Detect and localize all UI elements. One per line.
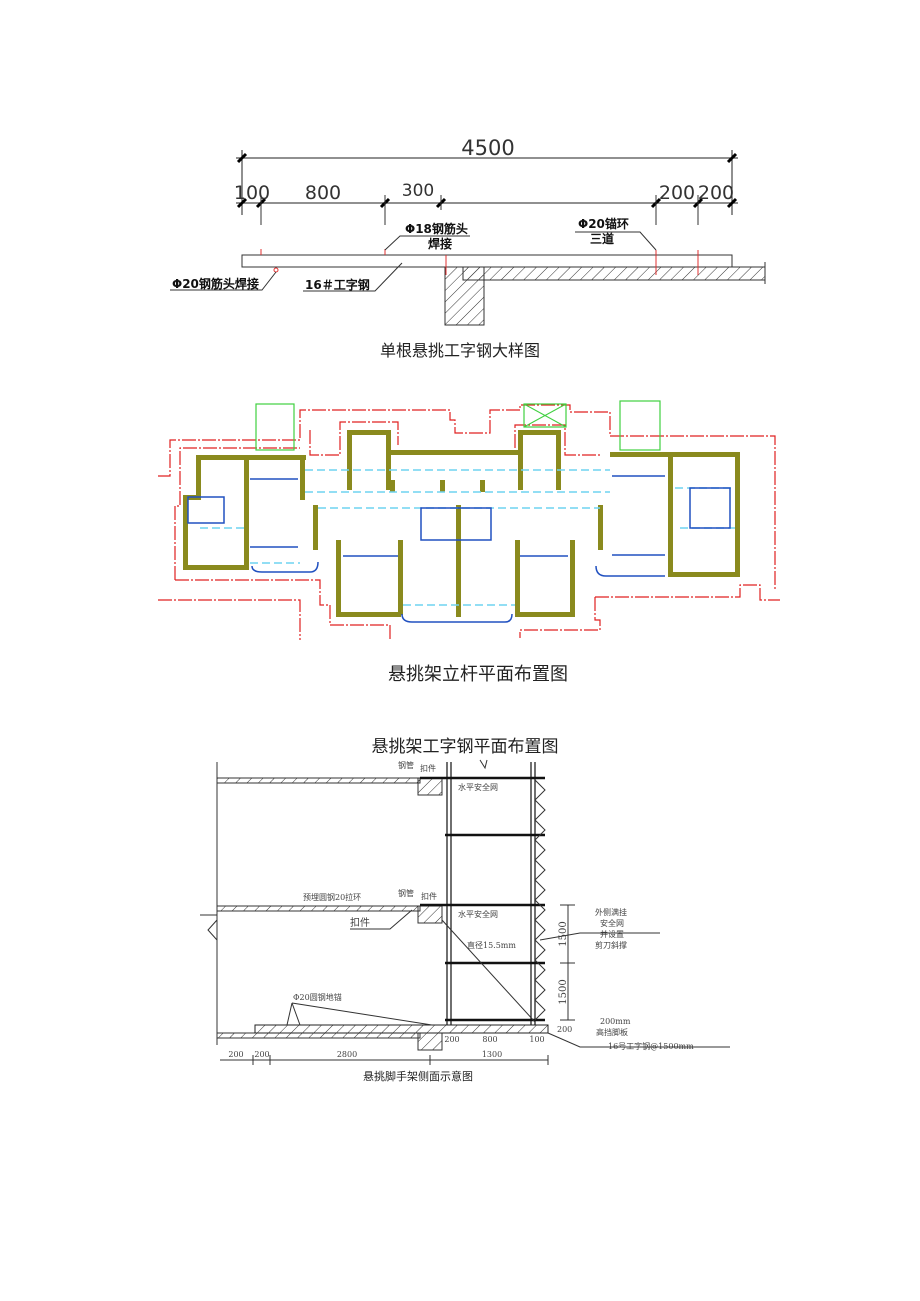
floor-slab bbox=[462, 266, 766, 281]
caption-ibeam-plan: 悬挑架工字钢平面布置图 bbox=[372, 737, 559, 757]
dim-1500-upper: 1500 bbox=[558, 921, 569, 946]
unloading-platform-right bbox=[619, 400, 661, 451]
label-outer-net-2: 安全网 bbox=[600, 918, 624, 928]
dim-100: 100 bbox=[234, 182, 270, 204]
unloading-platform-left bbox=[255, 403, 295, 451]
safety-net-outer bbox=[534, 779, 546, 1021]
label-fastener-mid: 扣件 bbox=[421, 891, 437, 901]
caption-ibeam-detail: 单根悬挑工字钢大样图 bbox=[380, 341, 540, 360]
elevator-opening bbox=[523, 403, 567, 428]
beam-lines bbox=[200, 469, 735, 606]
i-beam-cantilever bbox=[254, 1024, 549, 1034]
label-steel-pipe-top: 钢管 bbox=[398, 760, 414, 770]
label-ground-anchor: Φ20圆钢地锚 bbox=[293, 992, 342, 1002]
dim-200-b: 200 bbox=[698, 182, 734, 204]
dim-1500-lower: 1500 bbox=[558, 979, 569, 1004]
dim-bottom-2800: 2800 bbox=[337, 1050, 357, 1059]
dim-200-a: 200 bbox=[659, 182, 695, 204]
balcony-right bbox=[595, 565, 665, 577]
label-diameter: 直径15.5mm bbox=[467, 940, 516, 950]
label-ibeam-16: 16＃工字钢 bbox=[305, 277, 370, 292]
label-ibeam-spacing: 16号工字钢@1500mm bbox=[608, 1041, 694, 1051]
label-three-rings: 三道 bbox=[590, 231, 614, 246]
slab-top bbox=[216, 777, 421, 784]
caption-scaffold-plan: 悬挑架立杆平面布置图 bbox=[388, 664, 568, 685]
label-outer-net-1: 外侧满挂 bbox=[595, 907, 627, 917]
label-outer-net-3: 并设置 bbox=[600, 929, 624, 939]
label-fastener-left: 扣件 bbox=[350, 916, 370, 929]
balcony-left bbox=[251, 561, 319, 573]
label-toe-board: 高挡脚板 bbox=[596, 1027, 628, 1037]
dim-bottom-200-b: 200 bbox=[254, 1050, 269, 1059]
label-rebar18-weld: 焊接 bbox=[428, 236, 452, 251]
label-safety-net-mid: 水平安全网 bbox=[458, 909, 498, 919]
scaffold-plan-drawing bbox=[158, 400, 780, 640]
dim-row-800: 800 bbox=[482, 1035, 497, 1044]
diagonal-brace bbox=[441, 919, 536, 1023]
label-outer-net-4: 剪刀斜撑 bbox=[595, 940, 627, 950]
dim-total: 4500 bbox=[461, 136, 514, 160]
dim-300: 300 bbox=[402, 181, 434, 201]
dim-row-200: 200 bbox=[444, 1035, 459, 1044]
label-steel-pipe-mid: 钢管 bbox=[398, 888, 414, 898]
balcony-center bbox=[401, 613, 513, 623]
label-gap-200: 200 bbox=[557, 1025, 572, 1034]
label-embedded-ring: 预埋圆钢20拉环 bbox=[303, 892, 361, 902]
label-rebar18: Φ18钢筋头 bbox=[405, 221, 468, 236]
label-safety-net-top: 水平安全网 bbox=[458, 782, 498, 792]
window-lines bbox=[187, 475, 731, 557]
i-beam bbox=[241, 254, 733, 268]
dim-bottom-1300: 1300 bbox=[482, 1050, 502, 1059]
label-rebar20-weld: Φ20钢筋头焊接 bbox=[172, 276, 259, 291]
slab-bottom bbox=[216, 1032, 421, 1039]
slab-middle bbox=[216, 905, 421, 912]
scaffold-pole-lines bbox=[158, 404, 780, 640]
beam-column bbox=[444, 266, 485, 326]
label-toe-board-height: 200mm bbox=[600, 1017, 631, 1026]
dim-800: 800 bbox=[305, 182, 341, 204]
scaffold-ledgers bbox=[420, 776, 545, 1022]
label-anchor-ring: Φ20锚环 bbox=[578, 216, 629, 231]
ibeam-detail-drawing: 4500 100 800 300 200 200 bbox=[170, 136, 766, 326]
dim-bottom-200-a: 200 bbox=[228, 1050, 243, 1059]
label-fastener-top: 扣件 bbox=[420, 763, 436, 773]
caption-scaffold-section: 悬挑脚手架侧面示意图 bbox=[363, 1069, 473, 1083]
dim-row-100: 100 bbox=[529, 1035, 544, 1044]
walls bbox=[183, 430, 740, 617]
scaffold-section-drawing: 1500 1500 钢管 扣件 水平安全网 预埋圆钢20拉环 钢管 扣件 水平安… bbox=[200, 759, 730, 1065]
